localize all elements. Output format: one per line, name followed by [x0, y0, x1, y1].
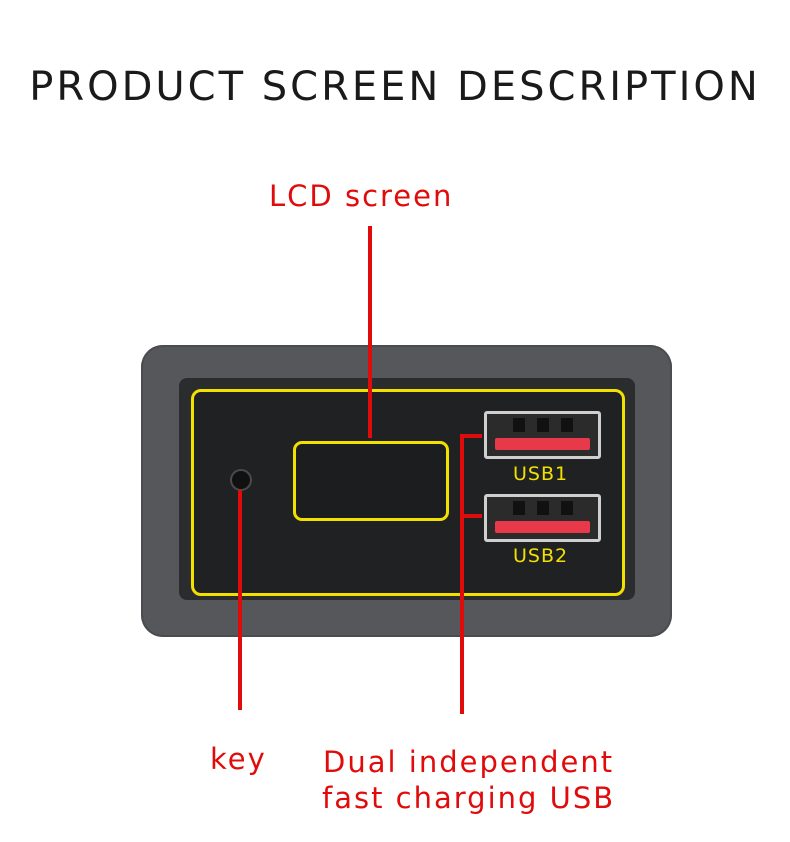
usb2-label: USB2: [513, 545, 569, 567]
usb-pins: [495, 418, 590, 436]
usb1-port: [484, 411, 601, 459]
usb-tongue: [495, 438, 590, 450]
usb-description-label: Dual independent fast charging USB: [322, 744, 615, 816]
usb-tongue: [495, 521, 590, 533]
lcd-callout-line: [368, 226, 372, 438]
usb1-callout-tick: [460, 434, 482, 438]
key-label: key: [210, 742, 267, 776]
usb1-label: USB1: [513, 463, 569, 485]
usb-label-line2: fast charging USB: [322, 781, 616, 815]
key-button[interactable]: [230, 469, 252, 491]
page-title: PRODUCT SCREEN DESCRIPTION: [29, 64, 761, 110]
lcd-screen-label: LCD screen: [269, 179, 454, 213]
usb-callout-line: [460, 436, 464, 714]
usb-pins: [495, 501, 590, 519]
key-callout-line: [238, 490, 242, 710]
usb2-callout-tick: [460, 514, 482, 518]
usb-label-line1: Dual independent: [323, 745, 615, 779]
usb2-port: [484, 494, 601, 542]
lcd-screen: [293, 441, 449, 521]
